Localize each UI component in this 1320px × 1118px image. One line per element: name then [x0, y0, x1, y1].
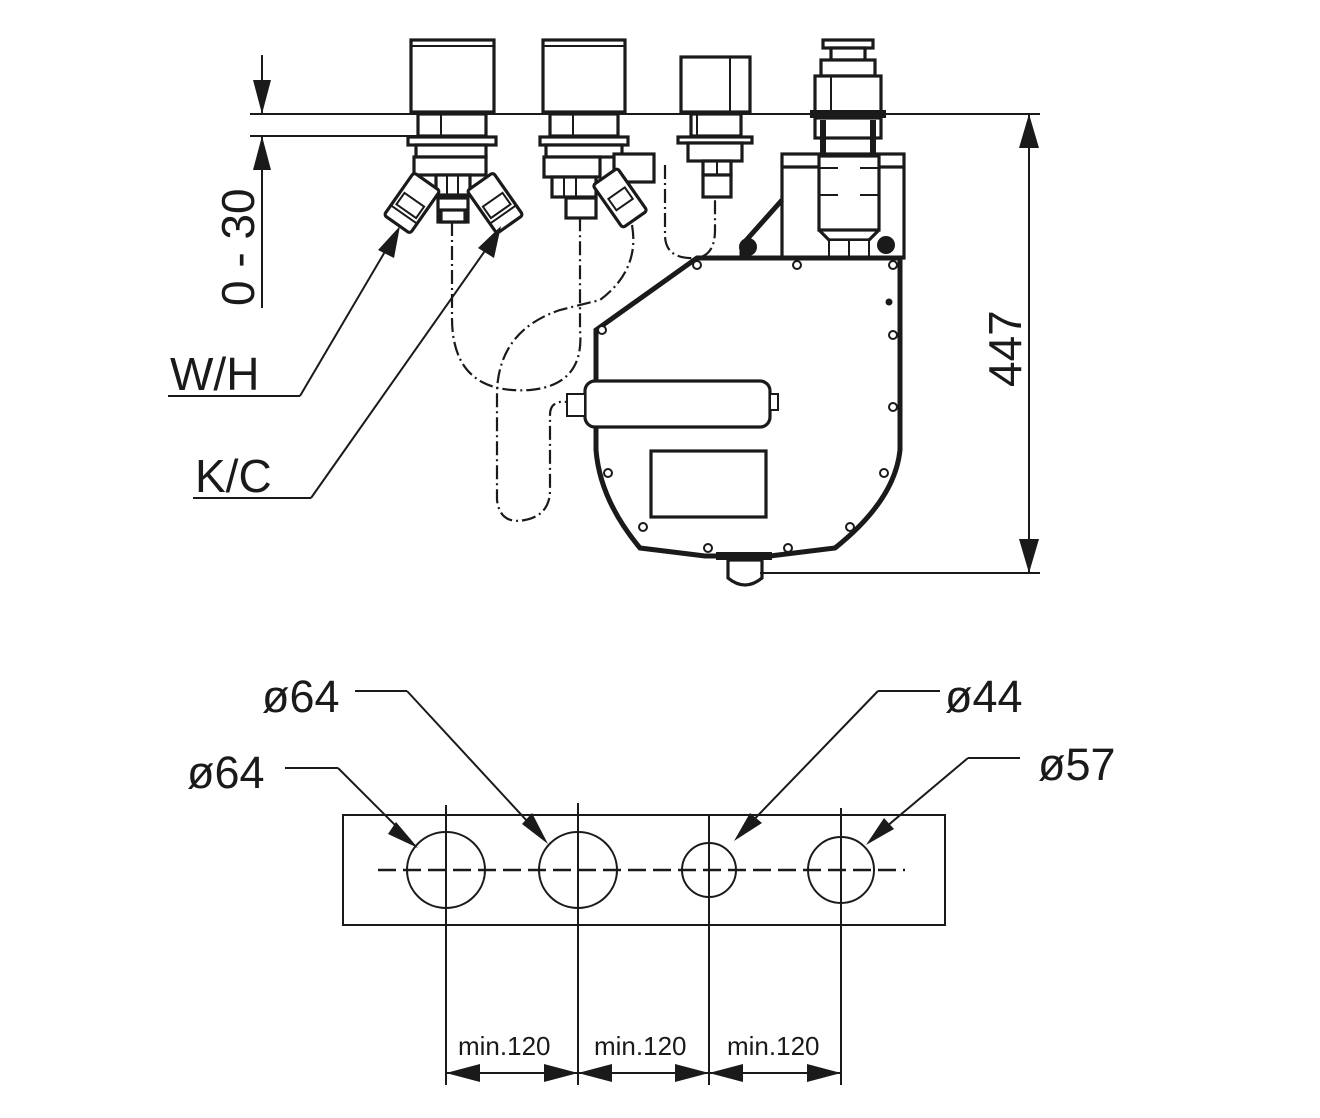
hole-2: [538, 803, 618, 1085]
hole-3-diameter-label: ø44: [945, 671, 1023, 722]
spacing-dimension-2: min.120: [578, 1031, 709, 1082]
hole-1: [406, 805, 486, 1085]
valve-1: [383, 38, 524, 234]
connection-hoses: [450, 165, 717, 522]
wall-depth-dimension: 0 - 30: [212, 55, 271, 308]
hole-4: [807, 808, 875, 1085]
wall-depth-label: 0 - 30: [212, 188, 264, 306]
spacing-1-label: min.120: [458, 1031, 551, 1061]
hole-1-diameter-label: ø64: [187, 747, 265, 798]
overall-height-label: 447: [979, 310, 1031, 387]
arrowhead-icon: [253, 136, 271, 170]
cover-plate: [342, 814, 946, 926]
callout-hole-2: ø64: [262, 671, 548, 844]
cold-label: K/C: [195, 450, 272, 502]
overall-height-dimension: 447: [760, 114, 1040, 574]
valve-3: [676, 55, 754, 199]
hole-4-diameter-label: ø57: [1038, 739, 1116, 790]
warm-hot-label: W/H: [170, 348, 259, 400]
front-view: ø64 ø64 ø44 ø57 min.120: [187, 671, 1116, 1085]
callout-wh: W/H: [168, 226, 400, 400]
bottom-outlet: [726, 558, 764, 587]
callout-hole-3: ø44: [734, 671, 1023, 841]
housing-body: [566, 255, 903, 587]
callout-hole-4: ø57: [866, 739, 1116, 845]
spacing-3-label: min.120: [727, 1031, 820, 1061]
spacing-2-label: min.120: [594, 1031, 687, 1061]
hole-2-diameter-label: ø64: [262, 671, 340, 722]
label-plate: [649, 449, 768, 519]
handle-slot: [583, 379, 772, 429]
valve-2: [538, 38, 656, 229]
hole-3: [681, 815, 737, 1085]
arrowhead-icon: [253, 80, 271, 114]
callout-kc: K/C: [193, 226, 501, 502]
handle-clip: [566, 393, 586, 417]
side-view: 0 - 30: [168, 38, 1040, 587]
valve-4: [739, 38, 906, 260]
spacing-dimension-3: min.120: [709, 1031, 841, 1082]
callout-hole-1: ø64: [187, 747, 418, 848]
spacing-dimension-1: min.120: [446, 1031, 578, 1082]
